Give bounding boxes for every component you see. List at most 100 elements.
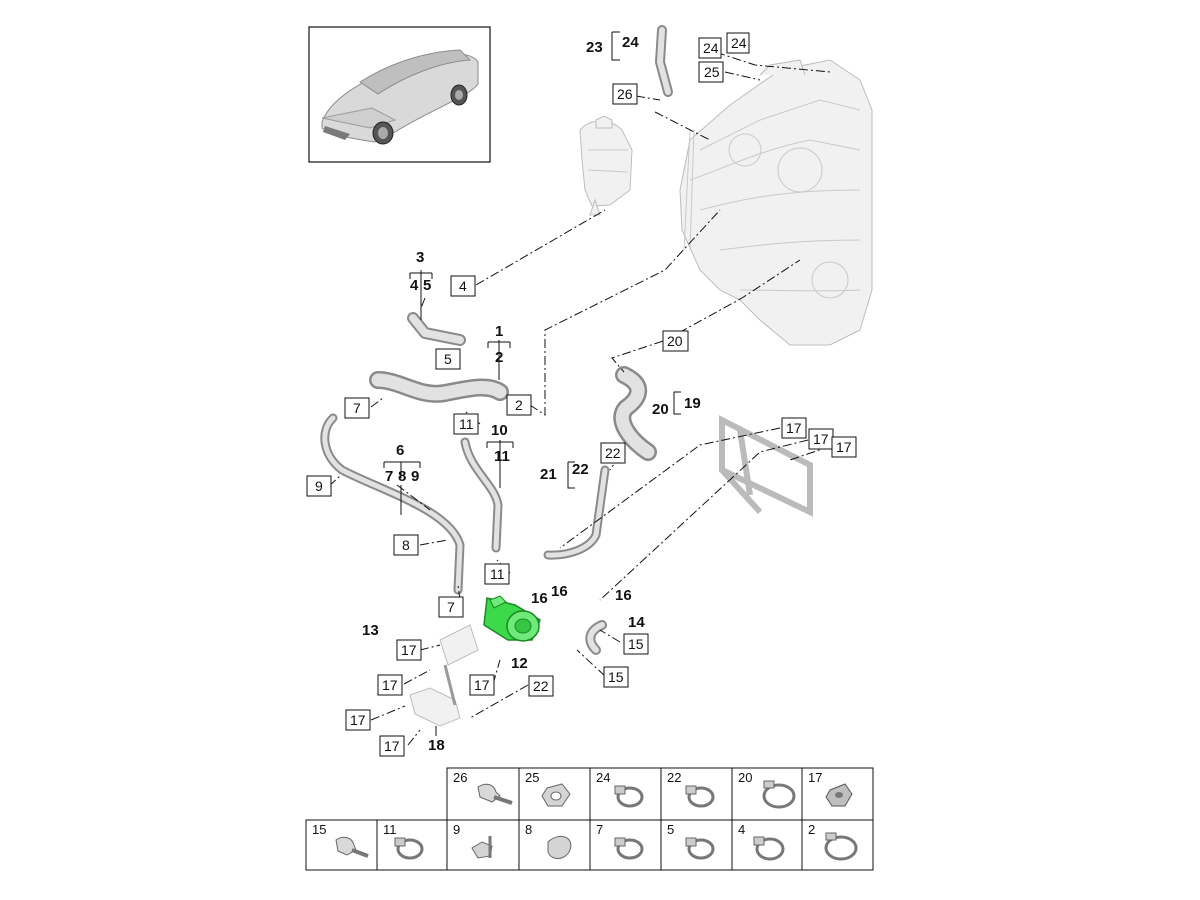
callout-20: 20: [652, 401, 669, 418]
hose-clamp-icon: [685, 837, 715, 860]
nut-icon: [541, 783, 571, 807]
callout-8: 8: [398, 468, 406, 485]
boxed-callout-17-f: 17: [469, 674, 495, 696]
boxed-callout-2: 2: [506, 394, 532, 416]
callout-23: 23: [586, 39, 603, 56]
callout-24: 24: [622, 34, 639, 51]
svg-text:11: 11: [490, 566, 505, 582]
callout-12: 12: [511, 655, 528, 672]
coolant-pump-highlighted: [483, 595, 541, 642]
table-cell-24: 24: [596, 770, 610, 785]
clip-nut-icon: [825, 783, 853, 807]
bolt-icon: [335, 836, 369, 858]
callout-10: 10: [491, 422, 508, 439]
boxed-callout-26: 26: [612, 83, 638, 105]
callout-16-b: 16: [551, 583, 568, 600]
svg-text:17: 17: [350, 712, 366, 728]
svg-text:25: 25: [704, 64, 720, 80]
hose-clamp-icon: [753, 836, 785, 861]
svg-text:15: 15: [628, 636, 644, 652]
table-cell-7: 7: [596, 822, 603, 837]
table-cell-25: 25: [525, 770, 539, 785]
svg-text:9: 9: [315, 478, 323, 494]
svg-text:26: 26: [617, 86, 633, 102]
table-cell-9: 9: [453, 822, 460, 837]
boxed-callout-15-a: 15: [623, 633, 649, 655]
boxed-callout-4: 4: [450, 275, 476, 297]
callout-3: 3: [416, 249, 424, 266]
callout-13: 13: [362, 622, 379, 639]
vehicle-thumbnail: [308, 26, 491, 163]
boxed-callout-17-e: 17: [377, 674, 403, 696]
svg-text:11: 11: [459, 416, 474, 432]
svg-text:15: 15: [608, 669, 624, 685]
boxed-callout-15-b: 15: [603, 666, 629, 688]
callout-2: 2: [495, 349, 503, 366]
svg-text:8: 8: [402, 537, 410, 553]
hose-clamp-icon: [614, 837, 644, 860]
plain-callouts: 3 4 5 1 2 6 7 8 9 10 11 19 20 21 22 23 2…: [362, 34, 701, 754]
boxed-callout-17-c: 17: [831, 436, 857, 458]
boxed-callout-17-g: 17: [345, 709, 371, 731]
callout-18: 18: [428, 737, 445, 754]
callout-21: 21: [540, 466, 557, 483]
table-cell-22: 22: [667, 770, 681, 785]
boxed-callouts: 24 24 25 26 4 5 2 20 7 11 17 17 17 9 22 …: [306, 32, 857, 757]
bracket-markers: [383, 31, 681, 489]
svg-text:22: 22: [605, 445, 621, 461]
boxed-callout-24-b: 24: [726, 32, 750, 54]
parts-table: 26 25 24 22 20 17 15 11 9: [305, 767, 874, 871]
boxed-callout-8: 8: [393, 534, 419, 556]
callout-16-a: 16: [531, 590, 548, 607]
svg-text:7: 7: [447, 599, 455, 615]
svg-text:20: 20: [667, 333, 683, 349]
svg-text:22: 22: [533, 678, 549, 694]
svg-text:7: 7: [353, 400, 361, 416]
boxed-callout-20: 20: [662, 330, 689, 352]
boxed-callout-17-h: 17: [379, 735, 405, 757]
hose-clamp-icon: [614, 785, 644, 808]
callout-1: 1: [495, 323, 503, 340]
boxed-callout-7-b: 7: [438, 596, 464, 618]
band-clamp-icon: [762, 780, 796, 809]
boxed-callout-24-a: 24: [698, 37, 722, 59]
svg-text:17: 17: [813, 431, 829, 447]
parts-table-row-2: 15 11 9 8 7 5 4 2: [305, 819, 874, 871]
boxed-callout-9: 9: [306, 475, 332, 497]
callout-7: 7: [385, 468, 393, 485]
svg-text:24: 24: [703, 40, 719, 56]
callout-19: 19: [684, 395, 701, 412]
callout-5: 5: [423, 277, 431, 294]
boxed-callout-11-a: 11: [453, 413, 479, 435]
callout-9: 9: [411, 468, 419, 485]
table-cell-20: 20: [738, 770, 752, 785]
boxed-callout-11-b: 11: [484, 563, 510, 585]
callout-22: 22: [572, 461, 589, 478]
band-clamp-icon: [824, 832, 858, 861]
svg-text:2: 2: [515, 397, 523, 413]
table-cell-15: 15: [312, 822, 326, 837]
svg-text:17: 17: [836, 439, 852, 455]
valve-assembly: [409, 624, 479, 727]
table-cell-17: 17: [808, 770, 822, 785]
callout-16-c: 16: [615, 587, 632, 604]
boxed-callout-5: 5: [435, 348, 461, 370]
svg-text:17: 17: [384, 738, 400, 754]
svg-text:5: 5: [444, 351, 452, 367]
table-cell-2: 2: [808, 822, 815, 837]
boxed-callout-22-a: 22: [600, 442, 626, 464]
boxed-callout-7-a: 7: [344, 397, 370, 419]
table-cell-8: 8: [525, 822, 532, 837]
svg-text:24: 24: [731, 35, 747, 51]
table-cell-4: 4: [738, 822, 745, 837]
hose-clamp-icon: [685, 785, 715, 808]
boxed-callout-25: 25: [698, 61, 724, 83]
coolant-reservoir: [579, 115, 633, 216]
leader-lines: [328, 46, 832, 746]
svg-text:17: 17: [786, 420, 802, 436]
svg-text:4: 4: [459, 278, 467, 294]
callout-14: 14: [628, 614, 645, 631]
callout-6: 6: [396, 442, 404, 459]
table-cell-26: 26: [453, 770, 467, 785]
hoses: [320, 25, 673, 655]
